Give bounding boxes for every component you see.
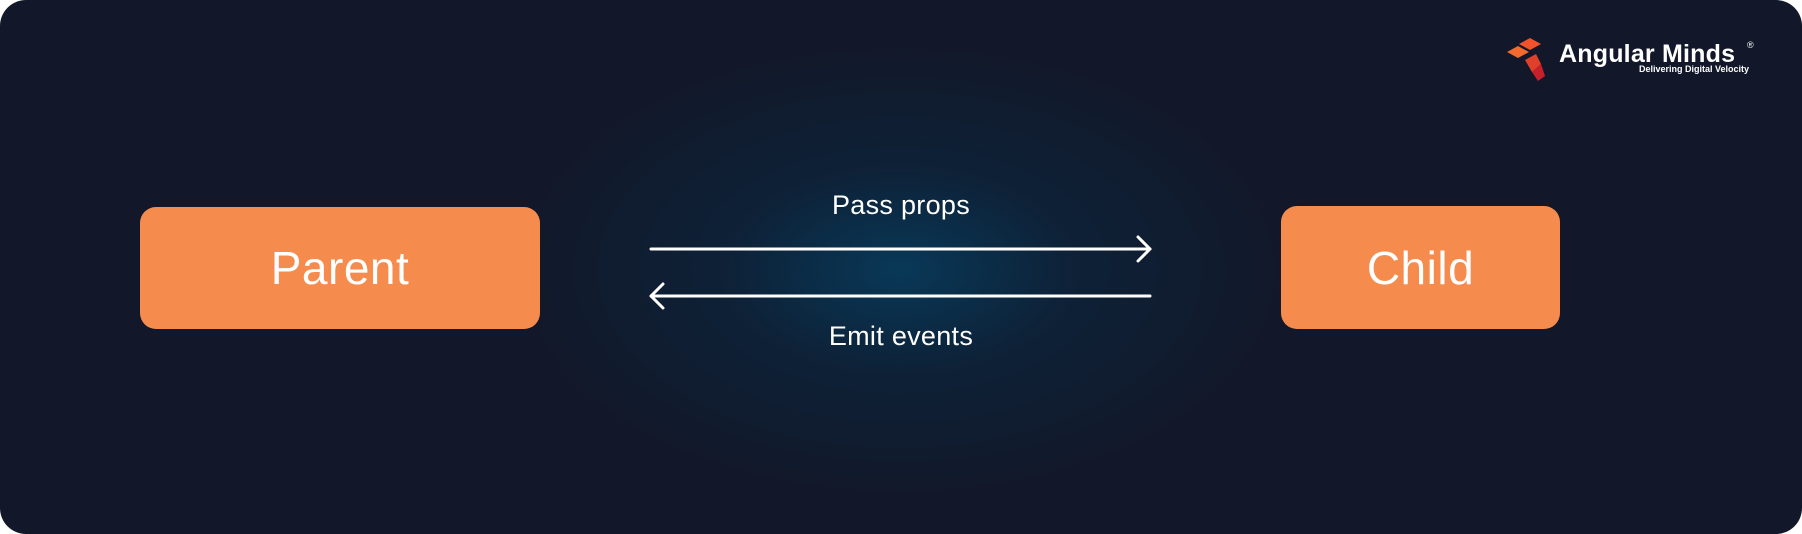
right-arrowhead-icon [1136,235,1152,263]
parent-node: Parent [140,207,540,329]
emit-events-arrow [649,282,1152,310]
left-arrowhead-icon [649,282,665,310]
pass-props-label: Pass props [831,190,971,220]
logo-name: Angular Minds [1559,40,1736,68]
pass-props-arrow [649,235,1152,263]
child-node-label: Child [1366,241,1475,294]
logo-tagline: Delivering Digital Velocity [1638,64,1749,74]
child-node: Child [1281,206,1560,329]
angular-minds-logo: Angular Minds ® Delivering Digital Veloc… [1505,34,1755,82]
parent-node-label: Parent [270,242,410,294]
emit-events-label: Emit events [828,321,974,351]
logo-registered-mark: ® [1747,40,1754,50]
logo-mark-icon [1507,38,1545,81]
